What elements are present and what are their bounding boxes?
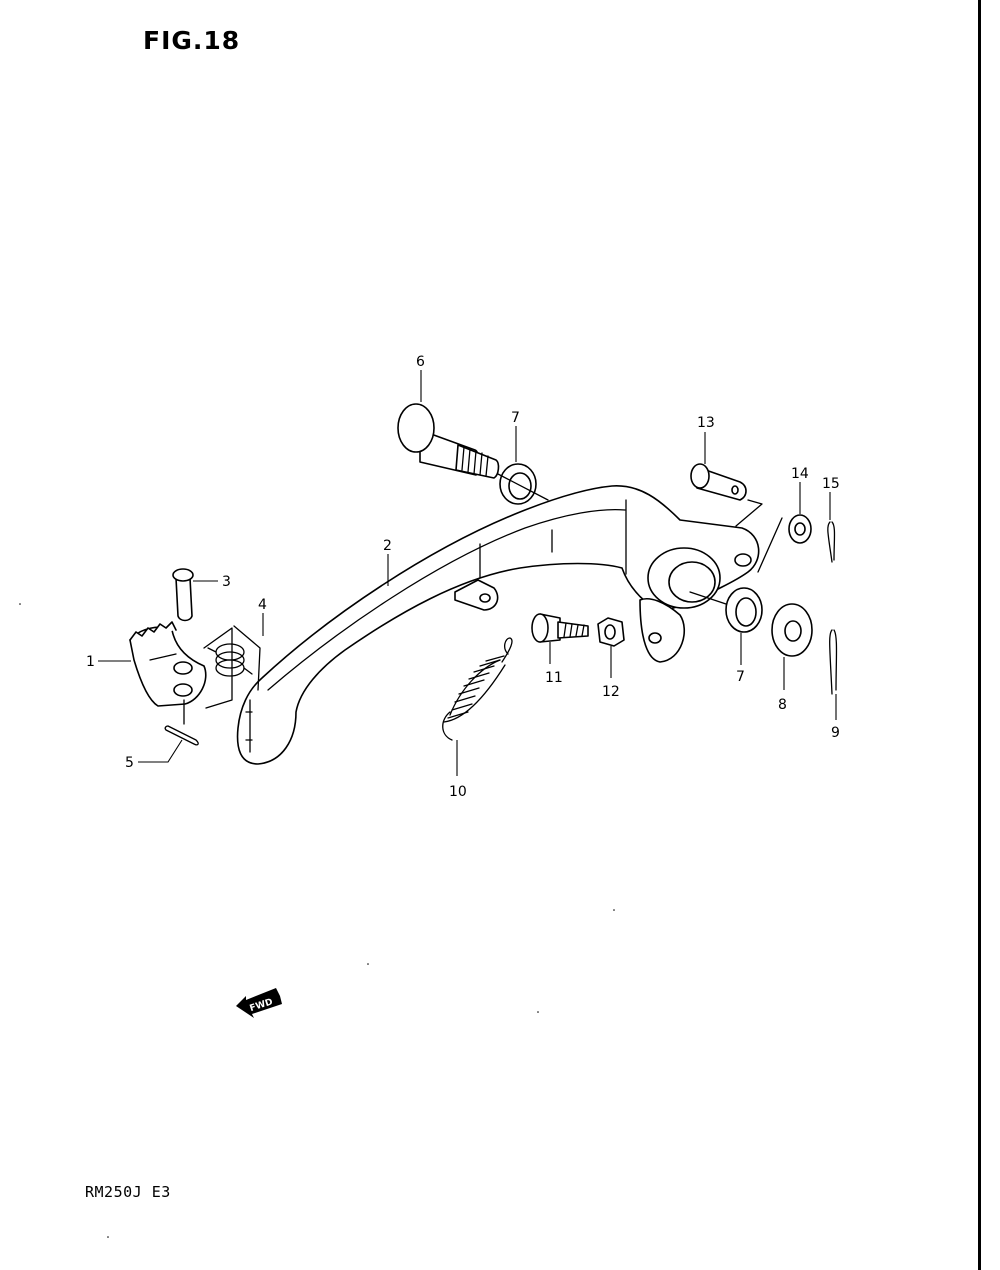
- label-3: 3: [222, 574, 231, 590]
- label-10: 10: [449, 784, 467, 800]
- part-7-oil-seal-right[interactable]: [725, 587, 763, 633]
- part-4-spring[interactable]: [207, 643, 253, 677]
- callout-8: 8: [778, 657, 787, 713]
- part-9-cotter-pin-long[interactable]: [829, 629, 838, 695]
- callout-6: 6: [416, 354, 425, 402]
- part-12-nut[interactable]: [597, 617, 625, 647]
- callout-3: 3: [193, 574, 231, 590]
- label-4: 4: [258, 597, 267, 613]
- page-right-border: [978, 0, 981, 1270]
- label-15: 15: [822, 476, 840, 492]
- part-10-return-spring[interactable]: [442, 637, 513, 741]
- label-6: 6: [416, 354, 425, 370]
- callout-13: 13: [697, 415, 715, 464]
- label-14: 14: [791, 466, 809, 482]
- part-6-pivot-shaft[interactable]: [397, 403, 500, 479]
- callout-15: 15: [822, 476, 840, 520]
- part-2-brake-pedal[interactable]: [236, 485, 760, 765]
- label-9: 9: [831, 725, 840, 741]
- label-12: 12: [602, 684, 620, 700]
- callout-7-left: 7: [511, 410, 520, 462]
- assembly-lines: [183, 473, 783, 725]
- callout-7-right: 7: [736, 633, 745, 685]
- label-2: 2: [383, 538, 392, 554]
- callout-4: 4: [258, 597, 267, 636]
- label-8: 8: [778, 697, 787, 713]
- callout-10: 10: [449, 740, 467, 800]
- label-7-left: 7: [511, 410, 520, 426]
- figure-title: FIG.18: [143, 26, 241, 55]
- part-3-pin[interactable]: [172, 568, 194, 622]
- model-code: RM250J E3: [85, 1183, 171, 1201]
- part-1-footrest[interactable]: [129, 621, 207, 707]
- part-11-stopper-bolt[interactable]: [531, 613, 589, 643]
- callout-2: 2: [383, 538, 392, 586]
- part-8-washer[interactable]: [771, 603, 813, 657]
- label-1: 1: [86, 654, 95, 670]
- part-15-cotter-pin-small[interactable]: [827, 521, 836, 563]
- label-13: 13: [697, 415, 715, 431]
- callout-9: 9: [831, 694, 840, 741]
- callout-5: 5: [125, 739, 183, 771]
- part-13-joint-pin[interactable]: [690, 463, 747, 501]
- part-14-washer-small[interactable]: [788, 514, 812, 544]
- callout-12: 12: [602, 646, 620, 700]
- label-11: 11: [545, 670, 563, 686]
- scan-specks: [19, 603, 615, 1238]
- fwd-arrow-icon: FWD: [236, 988, 282, 1018]
- part-5-cotter-pin[interactable]: [164, 725, 199, 746]
- callout-14: 14: [791, 466, 809, 514]
- callout-1: 1: [86, 654, 131, 670]
- label-7-right: 7: [736, 669, 745, 685]
- label-5: 5: [125, 755, 134, 771]
- callout-11: 11: [545, 642, 563, 686]
